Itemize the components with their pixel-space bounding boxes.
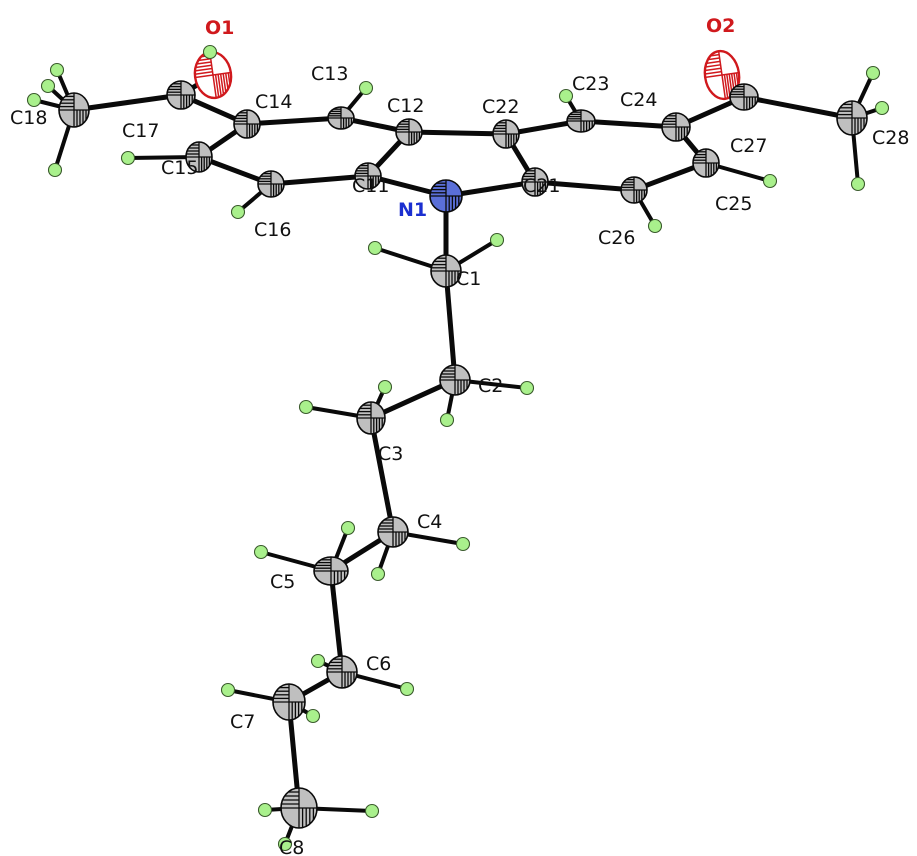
label-O1: O1: [205, 17, 234, 39]
label-C25: C25: [715, 193, 752, 215]
label-C8: C8: [279, 837, 304, 856]
atom-c25: [692, 148, 720, 178]
atom-o1: [193, 50, 233, 100]
hydrogen-atom-c18: [26, 92, 42, 108]
atom-c23: [566, 109, 596, 133]
hydrogen-atom-c26: [647, 218, 663, 234]
atom-c2: [439, 364, 471, 396]
label-C17: C17: [122, 120, 159, 142]
atom-n1: [429, 179, 463, 213]
label-C22: C22: [482, 96, 519, 118]
atom-c1: [430, 254, 462, 288]
label-C4: C4: [417, 511, 442, 533]
label-C27: C27: [730, 135, 767, 157]
label-C6: C6: [366, 653, 391, 675]
hydrogen-atom-c4: [455, 536, 471, 552]
hydrogen-atom-c8: [277, 836, 293, 852]
label-C18: C18: [10, 107, 47, 129]
bond-c27-c28: [741, 94, 855, 121]
label-C2: C2: [478, 375, 503, 397]
hydrogen-atom-c23: [558, 88, 574, 104]
label-O2: O2: [706, 15, 735, 37]
hydrogen-atom-c16: [230, 204, 246, 220]
hydrogen-atom-o1: [202, 44, 218, 60]
bond-c12-c22: [406, 129, 509, 137]
atom-c27: [729, 83, 759, 111]
atom-c11: [354, 162, 382, 190]
label-C26: C26: [598, 227, 635, 249]
hydrogen-atom-c6: [310, 653, 326, 669]
label-N1: N1: [398, 199, 427, 221]
hydrogen-atom-c5: [340, 520, 356, 536]
atom-c18: [58, 92, 90, 128]
label-C14: C14: [255, 91, 292, 113]
hydrogen-atom-c2: [519, 380, 535, 396]
labels-layer: O1 O2 N1 C1 C2 C3 C4 C5 C6 C7 C8 C11 C12…: [10, 15, 909, 856]
hydrogen-atom-c8: [364, 803, 380, 819]
hydrogen-atom-c15: [120, 150, 136, 166]
bond-c1-c2: [443, 268, 458, 383]
hydrogen-atom-c7: [305, 708, 321, 724]
hydrogen-atom-c3: [298, 399, 314, 415]
hydrogen-atom-c18: [40, 78, 56, 94]
atom-o2: [703, 49, 741, 101]
bond-c5-c6: [328, 568, 345, 675]
label-C16: C16: [254, 219, 291, 241]
atom-c15: [185, 141, 213, 173]
hydrogen-atom-c28: [865, 65, 881, 81]
label-C13: C13: [311, 63, 348, 85]
label-C11: C11: [352, 175, 389, 197]
atoms-layer: [26, 44, 890, 852]
label-C28: C28: [872, 127, 909, 149]
atom-c6: [326, 655, 358, 689]
bond-c18-c17: [71, 92, 184, 113]
atom-c22: [492, 119, 520, 149]
atom-c28: [836, 100, 868, 136]
label-C1: C1: [456, 268, 481, 290]
bond-c23-c24: [578, 118, 679, 130]
hydrogen-atom-c25: [762, 173, 778, 189]
atom-c7: [272, 683, 306, 721]
label-C23: C23: [572, 73, 609, 95]
hydrogen-atom-c4: [370, 566, 386, 582]
hydrogen-atom-c7: [220, 682, 236, 698]
hydrogen-atom-c28: [874, 100, 890, 116]
label-C24: C24: [620, 89, 657, 111]
atom-c14: [233, 109, 261, 139]
label-C3: C3: [378, 443, 403, 465]
atom-c17: [166, 80, 196, 110]
hydrogen-atom-c1: [367, 240, 383, 256]
label-C7: C7: [230, 711, 255, 733]
atom-c4: [377, 516, 409, 548]
hydrogen-atom-c8: [257, 802, 273, 818]
label-C21: C21: [523, 175, 560, 197]
hydrogen-atom-c6: [399, 681, 415, 697]
bond-c3-c4: [368, 415, 396, 535]
bond-c11-c16: [268, 173, 371, 187]
label-C12: C12: [387, 95, 424, 117]
hydrogen-atom-c18: [49, 62, 65, 78]
hydrogen-atom-c3: [377, 379, 393, 395]
atom-c13: [327, 106, 355, 130]
atom-c5: [313, 556, 349, 586]
hydrogen-atom-c1: [489, 232, 505, 248]
atom-c24: [661, 112, 691, 142]
hydrogen-atom-c5: [253, 544, 269, 560]
hydrogen-atom-c18: [47, 162, 63, 178]
atom-c12: [395, 118, 423, 146]
atom-c8: [280, 787, 318, 829]
bond-c14-c13: [244, 115, 344, 127]
hydrogen-atom-c13: [358, 80, 374, 96]
label-C15: C15: [161, 157, 198, 179]
atom-c21: [521, 167, 549, 197]
hydrogen-atom-c28: [850, 176, 866, 192]
atom-c16: [257, 170, 285, 198]
atom-c26: [620, 176, 648, 204]
atom-c3: [356, 401, 386, 435]
bond-c26-c21: [532, 179, 637, 193]
label-C5: C5: [270, 571, 295, 593]
hydrogen-atom-c2: [439, 412, 455, 428]
